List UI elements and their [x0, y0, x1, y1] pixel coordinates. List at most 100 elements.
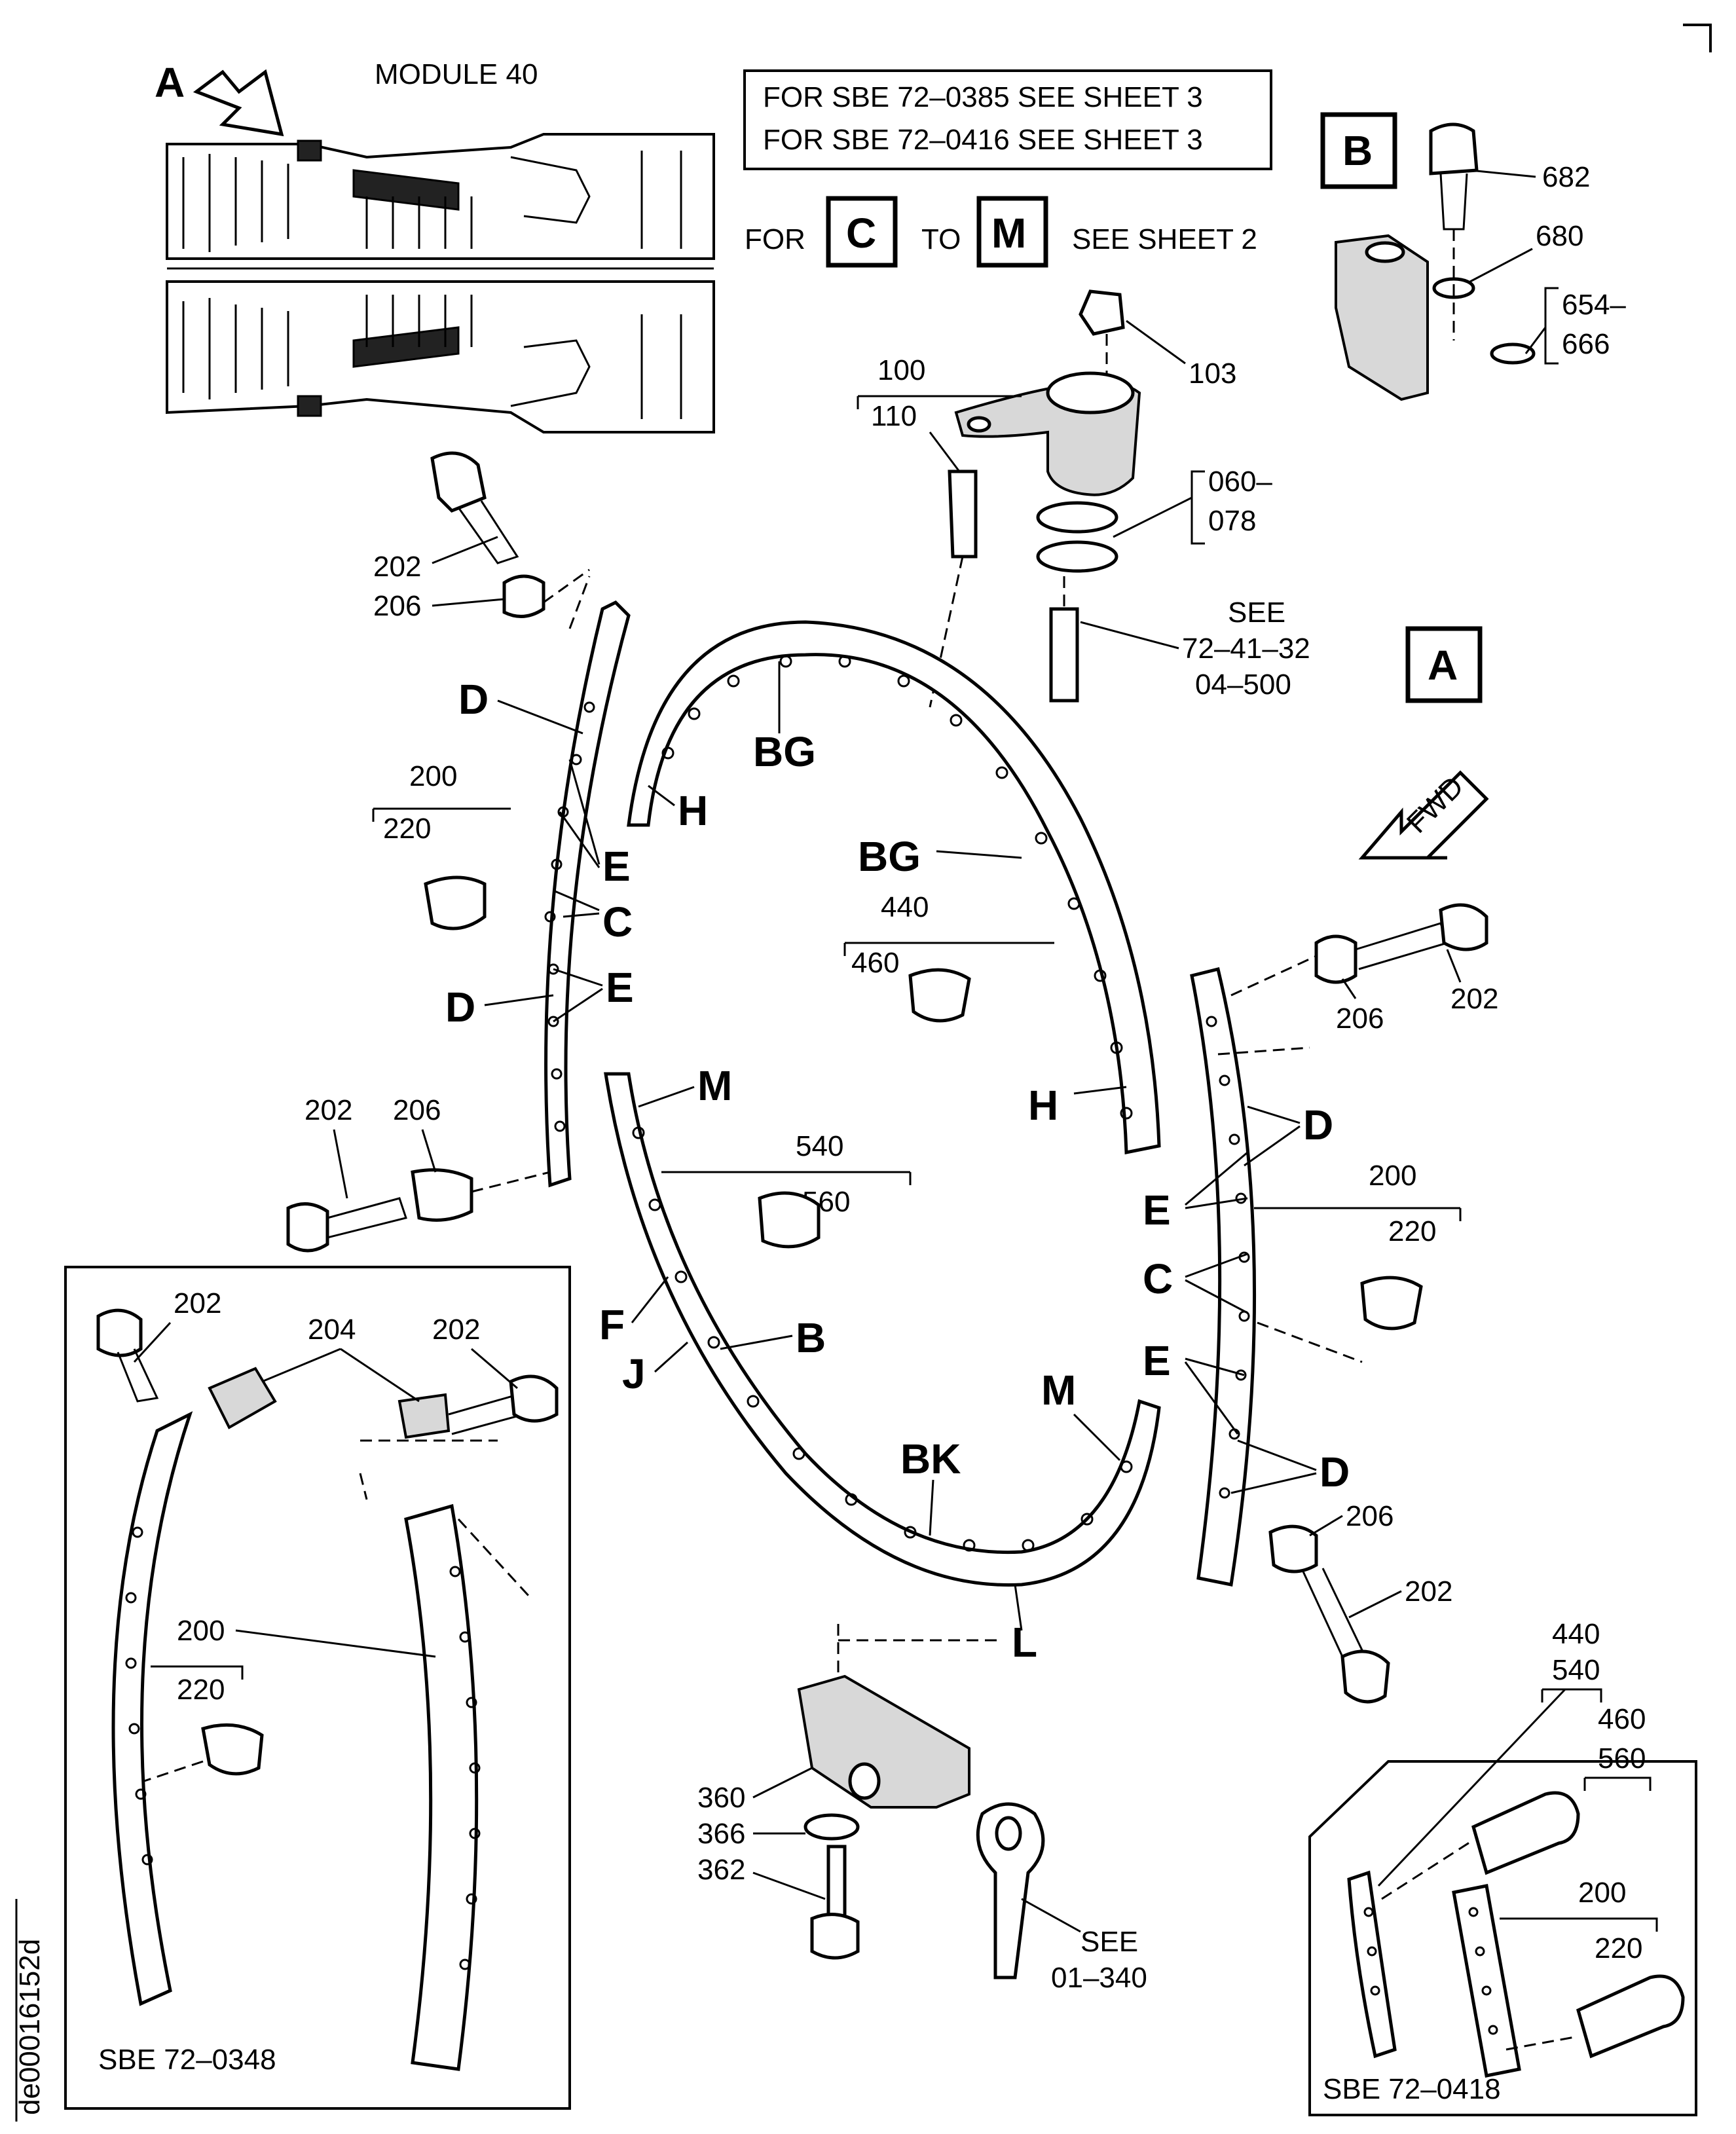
bolt-202-left [286, 1202, 329, 1253]
clevis-360 [797, 1674, 970, 1809]
inset-callout-560: 560 [1598, 1742, 1646, 1775]
bottom-arc-bk: M F J B BK M L [599, 1062, 1161, 1666]
range-sheet: SEE SHEET 2 [1072, 223, 1257, 255]
label-h2: H [1028, 1082, 1058, 1129]
label-m2: M [1041, 1367, 1076, 1414]
sbe-note-box [743, 69, 1272, 170]
callout-540: 540 [796, 1130, 843, 1162]
callout-202-b: 202 [305, 1094, 352, 1126]
callout-460: 460 [851, 947, 899, 979]
inset-callout-460: 460 [1598, 1703, 1646, 1735]
callout-206-a: 206 [373, 590, 421, 622]
label-c1: C [602, 898, 633, 946]
callout-200-a: 200 [409, 760, 457, 792]
inset-right-frame [1308, 1760, 1697, 2116]
callout-103: 103 [1189, 358, 1236, 390]
label-h1: H [678, 787, 708, 834]
bushing-220-a [424, 875, 487, 930]
label-bk: BK [900, 1435, 961, 1482]
inset-callout-202-a: 202 [174, 1287, 221, 1319]
see-ref-3: 04–500 [1195, 669, 1291, 701]
arc-bk [604, 1072, 1161, 1587]
label-c2: C [1143, 1255, 1173, 1302]
view-arrow-a [193, 69, 284, 137]
pin-110 [948, 469, 978, 559]
bolt-202-bottom [1340, 1649, 1390, 1704]
nut-103 [1079, 289, 1125, 336]
inset-left-segment-1 [111, 1411, 193, 2006]
threaded-rod [1049, 607, 1079, 703]
inset-bushing-220 [201, 1723, 264, 1776]
inset-callout-200: 200 [1578, 1877, 1626, 1909]
range-to-word: TO [921, 223, 961, 255]
view-a-letter: A [155, 59, 185, 106]
inset-callout-540: 540 [1552, 1654, 1600, 1686]
bushing-206-top [502, 574, 545, 618]
clevis-assembly: 360 366 362 SEE 01–340 [697, 1624, 1147, 1994]
bolt-362 [810, 1913, 860, 1960]
label-f: F [599, 1301, 625, 1348]
inset-callout-440: 440 [1552, 1618, 1600, 1650]
washer-366 [803, 1813, 860, 1841]
label-e4: E [1143, 1337, 1171, 1384]
fwd-arrow: FWD [1358, 770, 1489, 860]
bolt-682-head [1429, 122, 1479, 175]
washer-654 [1490, 342, 1536, 365]
callout-362: 362 [697, 1854, 745, 1886]
label-b: B [796, 1314, 826, 1361]
bracket-b [1335, 234, 1429, 401]
segment-right [1190, 966, 1257, 1587]
inset-right-segment [1452, 1884, 1521, 2078]
label-bg1: BG [753, 728, 816, 775]
bushing-460 [908, 968, 971, 1023]
label-d1: D [458, 676, 489, 723]
module-title: MODULE 40 [375, 58, 538, 90]
inset-bushing-220 [1576, 1974, 1685, 2059]
callout-206-d: 206 [1346, 1500, 1394, 1532]
label-j: J [622, 1350, 646, 1397]
callout-540-group: 540 560 [661, 1130, 912, 1249]
sbe-note-1: FOR SBE 72–0385 SEE SHEET 3 [763, 81, 1203, 113]
callout-666: 666 [1562, 328, 1610, 360]
callout-220-r: 220 [1388, 1215, 1436, 1247]
see-ref-1: SEE [1228, 597, 1285, 629]
callout-206-c: 206 [1336, 1003, 1384, 1035]
callout-202-c: 202 [1450, 983, 1498, 1015]
callout-100: 100 [877, 354, 925, 386]
document-id: de00016152d [14, 1939, 46, 2115]
label-e3: E [1143, 1187, 1171, 1234]
callout-220-a: 220 [383, 813, 431, 845]
arc-bg [627, 620, 1161, 1155]
callout-110: 110 [871, 400, 917, 432]
see-ref-5: 01–340 [1051, 1962, 1147, 1994]
bushing-206-left [411, 1168, 473, 1222]
range-from-letter: C [846, 210, 876, 257]
bushing-220-r [1360, 1276, 1423, 1331]
washer-060 [1036, 501, 1118, 534]
top-arc-bg: BG H BG H [627, 620, 1161, 1155]
sbe-notes: FOR SBE 72–0385 SEE SHEET 3 FOR SBE 72–0… [743, 69, 1272, 268]
inset-right-caption: SBE 72–0418 [1323, 2073, 1501, 2105]
nut-plate-204 [208, 1367, 277, 1429]
callout-200-r: 200 [1369, 1160, 1416, 1192]
range-from-box [826, 196, 898, 268]
label-d4: D [1320, 1448, 1350, 1496]
link-rod [976, 1802, 1045, 1979]
bushing-560 [758, 1191, 821, 1249]
inset-callout-220: 220 [177, 1674, 225, 1706]
callout-202-d: 202 [1405, 1575, 1452, 1608]
see-ref-4: SEE [1080, 1926, 1138, 1958]
range-to-letter: M [991, 210, 1026, 257]
inset-sbe-0418: 440 540 460 560 200 220 SBE 72–0418 [1308, 1618, 1697, 2116]
range-to-box [976, 196, 1048, 268]
inset-bolt-202-a [96, 1308, 143, 1357]
label-m1: M [697, 1062, 732, 1109]
inset-bolt-202-b [509, 1374, 559, 1423]
module-40-section: A MODULE 40 [155, 58, 715, 433]
label-bg2: BG [858, 833, 921, 880]
inset-bushing-460 [1471, 1791, 1580, 1875]
see-ref-2: 72–41–32 [1182, 633, 1310, 665]
callout-682: 682 [1542, 161, 1590, 193]
label-d2: D [445, 984, 475, 1031]
